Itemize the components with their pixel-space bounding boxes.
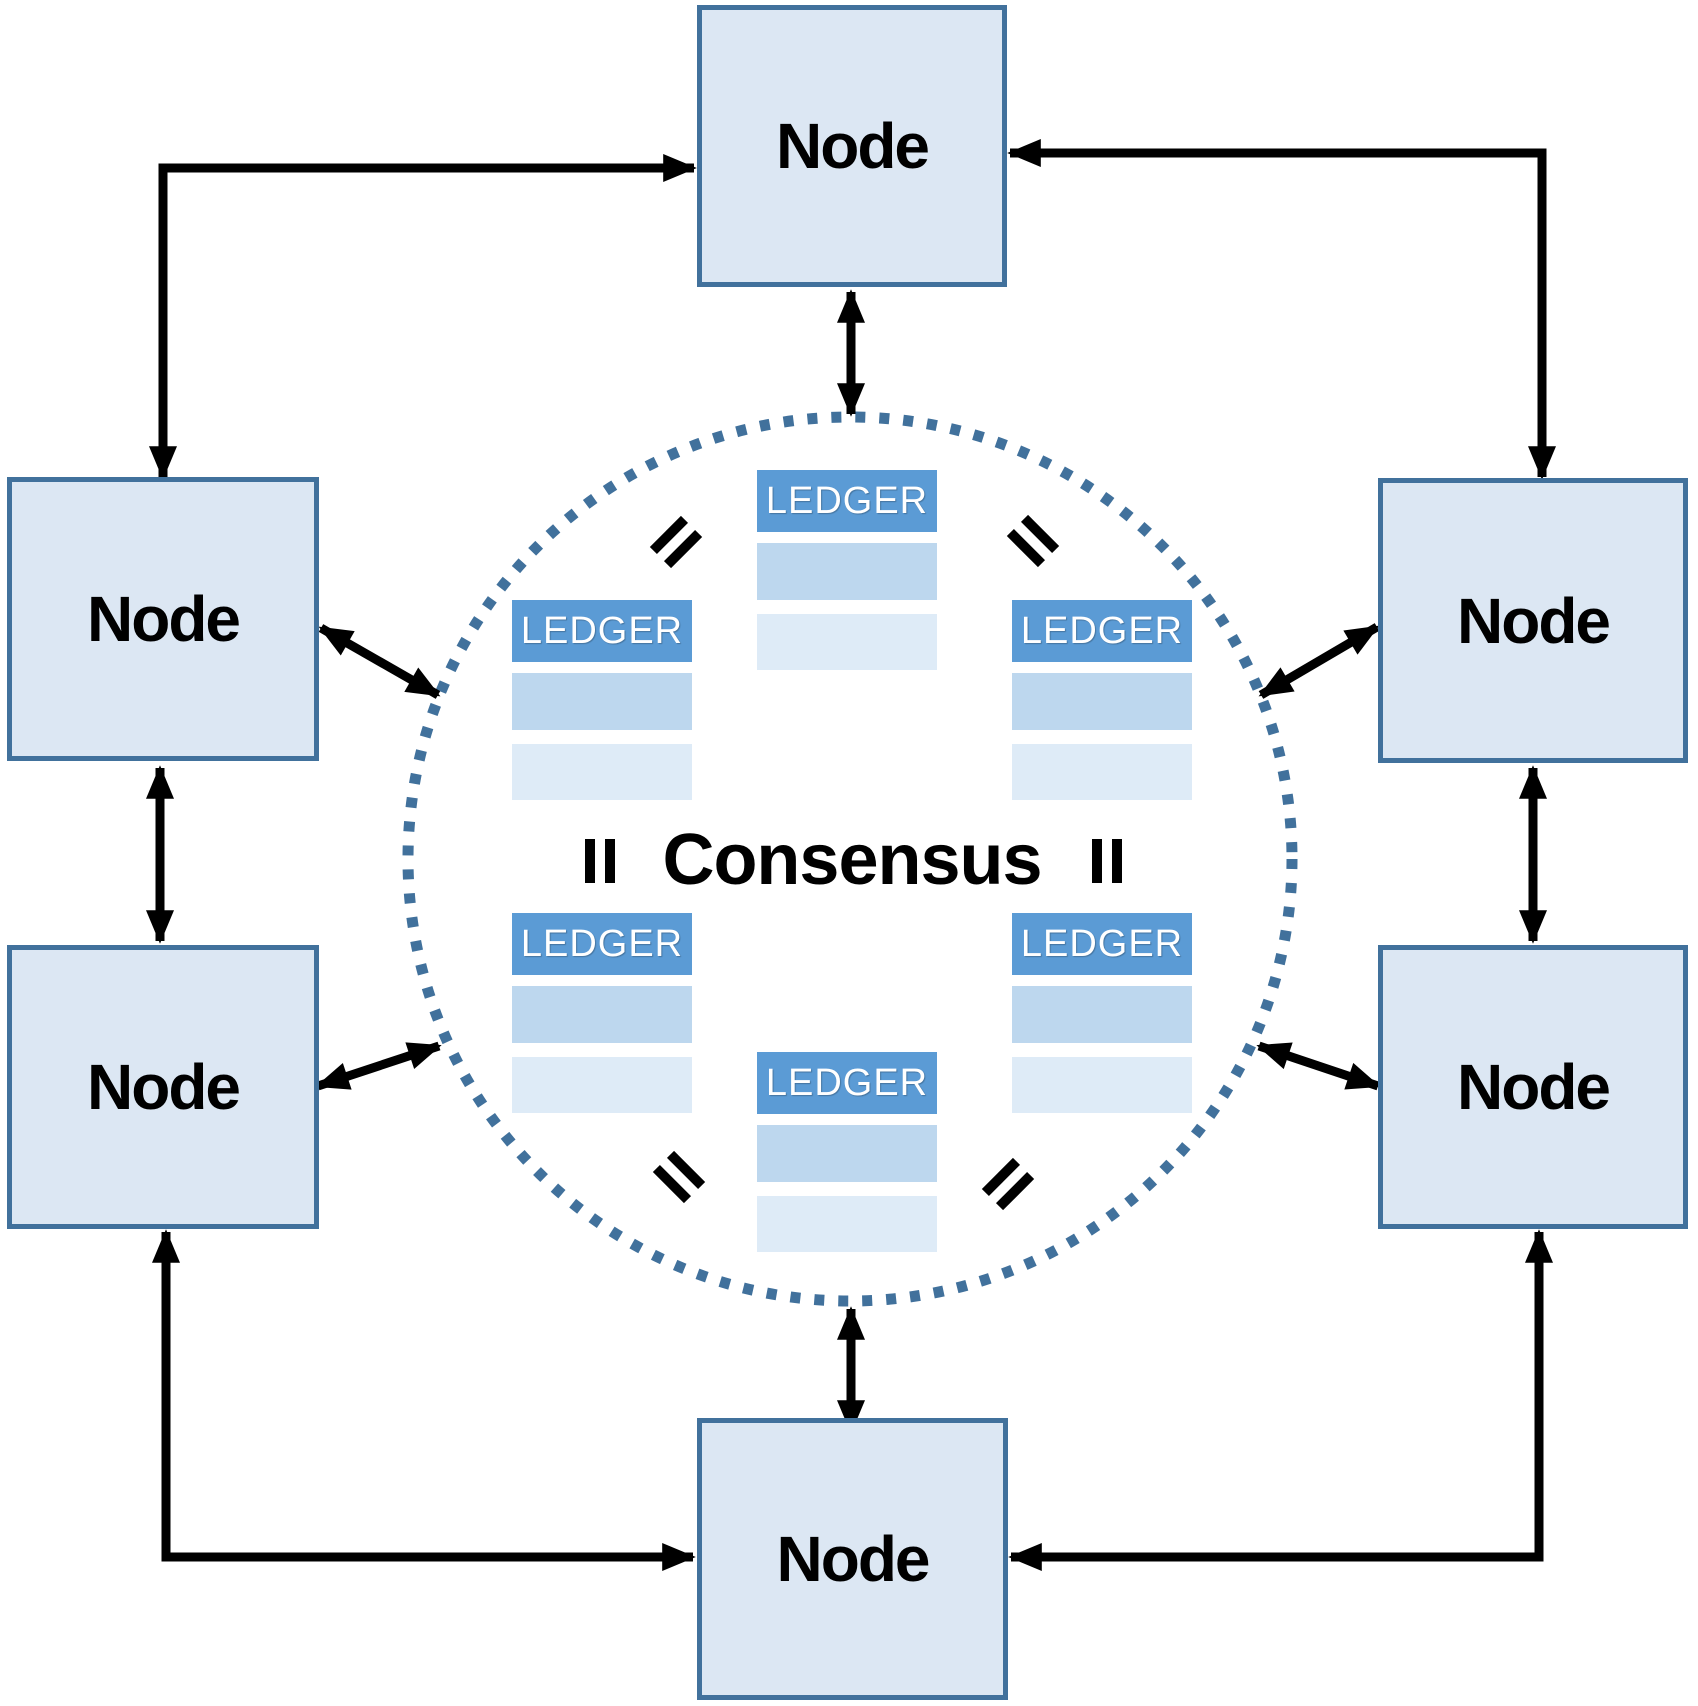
node-top: Node — [697, 5, 1007, 287]
ledger-row — [1012, 744, 1192, 800]
node-lower-right-label: Node — [1457, 1051, 1611, 1123]
ledger-top: LEDGER — [757, 470, 937, 670]
connector-topleft-elbow — [149, 154, 697, 480]
equals-bar — [585, 839, 595, 883]
equals-mark-mid-left — [585, 839, 615, 883]
ledger-upper-right: LEDGER — [1012, 600, 1192, 800]
node-top-label: Node — [776, 110, 930, 182]
connector-bottomleft-elbow — [152, 1229, 696, 1571]
ledger-row — [512, 1057, 692, 1113]
ledger-upper-left: LEDGER — [512, 600, 692, 800]
consensus-label: Consensus — [662, 820, 1042, 900]
consensus-circle — [402, 411, 1298, 1307]
connector-lowerleft-node-circle — [315, 1041, 442, 1091]
ledger-lower-right-header: LEDGER — [1012, 913, 1192, 975]
ledger-row — [1012, 673, 1192, 730]
node-bottom: Node — [697, 1418, 1008, 1700]
node-lower-left-label: Node — [87, 1051, 241, 1123]
connector-topright-elbow — [1007, 139, 1556, 480]
node-bottom-label: Node — [776, 1523, 931, 1595]
ledger-row — [512, 986, 692, 1043]
ledger-row — [757, 1125, 937, 1182]
equals-bar — [605, 839, 615, 883]
ledger-lower-right: LEDGER — [1012, 913, 1192, 1113]
connector-upperleft-node-circle — [318, 624, 441, 699]
connector-upperright-node-circle — [1258, 623, 1380, 699]
node-upper-right: Node — [1378, 478, 1688, 763]
ledger-bottom: LEDGER — [757, 1052, 937, 1252]
ledger-row — [757, 543, 937, 600]
ledger-row — [512, 744, 692, 800]
node-lower-left: Node — [7, 945, 319, 1229]
ledger-upper-left-header: LEDGER — [512, 600, 692, 662]
node-upper-left-label: Node — [87, 583, 241, 655]
equals-bar — [1112, 839, 1122, 883]
connector-bottomright-elbow — [1008, 1229, 1553, 1571]
equals-mark-mid-right — [1092, 839, 1122, 883]
connector-lowerright-node-circle — [1256, 1041, 1381, 1091]
ledger-row — [1012, 986, 1192, 1043]
ledger-bottom-header: LEDGER — [757, 1052, 937, 1114]
node-upper-right-label: Node — [1457, 584, 1611, 657]
ledger-lower-left-header: LEDGER — [512, 913, 692, 975]
ledger-row — [1012, 1057, 1192, 1113]
ledger-row — [757, 614, 937, 670]
node-upper-left: Node — [7, 477, 319, 761]
node-lower-right: Node — [1378, 945, 1688, 1229]
ledger-lower-left: LEDGER — [512, 913, 692, 1113]
ledger-top-header: LEDGER — [757, 470, 937, 532]
equals-bar — [1092, 839, 1102, 883]
ledger-row — [512, 673, 692, 730]
ledger-row — [757, 1196, 937, 1252]
ledger-upper-right-header: LEDGER — [1012, 600, 1192, 662]
